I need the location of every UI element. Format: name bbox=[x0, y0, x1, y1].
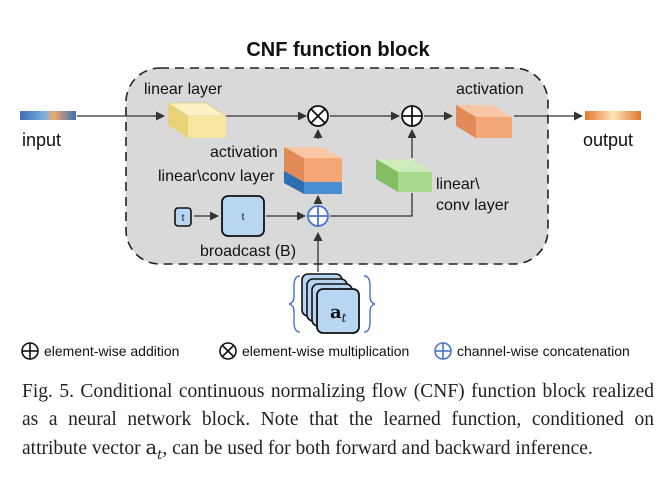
legend-add-label: element-wise addition bbox=[44, 343, 179, 359]
concat-operator bbox=[307, 205, 329, 227]
t-input-label: t bbox=[182, 213, 185, 224]
legend-multiply-icon bbox=[219, 342, 237, 360]
input-label: input bbox=[22, 130, 61, 150]
diagram-title: CNF function block bbox=[246, 39, 430, 61]
connection-arrows bbox=[77, 111, 583, 272]
legend-concat-label: channel-wise concatenation bbox=[457, 343, 630, 359]
linear-layer-label: linear layer bbox=[144, 81, 223, 98]
legend-multiply-label: element-wise multiplication bbox=[242, 343, 409, 359]
legend-add-icon bbox=[21, 342, 39, 360]
multiply-operator bbox=[307, 105, 329, 127]
linear-conv-label-right-1: linear\ bbox=[436, 176, 480, 193]
activation-label-top: activation bbox=[456, 81, 524, 98]
t-input-box bbox=[174, 207, 192, 227]
attribute-vector-label: at bbox=[330, 302, 347, 325]
caption-math: at bbox=[145, 436, 163, 463]
broadcast-t-box bbox=[221, 195, 265, 237]
linear-conv-layer-label: linear\conv layer bbox=[158, 168, 275, 185]
caption-prefix: Fig. 5. Conditional continuous normalizi… bbox=[22, 381, 654, 459]
legend-concat-icon bbox=[434, 342, 452, 360]
figure-caption: Fig. 5. Conditional continuous normalizi… bbox=[22, 378, 654, 470]
broadcast-t-label: t bbox=[242, 212, 245, 223]
legend: element-wise addition element-wise multi… bbox=[21, 342, 630, 360]
broadcast-label: broadcast (B) bbox=[200, 243, 296, 260]
output-vector bbox=[585, 111, 641, 120]
output-label: output bbox=[583, 130, 633, 150]
activation-label-mid: activation bbox=[210, 144, 278, 161]
activation-block-top bbox=[456, 105, 512, 138]
linear-conv-label-right-2: conv layer bbox=[436, 197, 510, 214]
linear-conv-block-green bbox=[376, 159, 432, 192]
attribute-vector-stack bbox=[288, 273, 376, 334]
activation-linear-conv-stack bbox=[284, 147, 342, 194]
caption-suffix: , can be used for both forward and backw… bbox=[162, 438, 593, 459]
add-operator bbox=[401, 105, 423, 127]
linear-layer-block bbox=[166, 102, 228, 138]
input-vector bbox=[20, 111, 76, 120]
